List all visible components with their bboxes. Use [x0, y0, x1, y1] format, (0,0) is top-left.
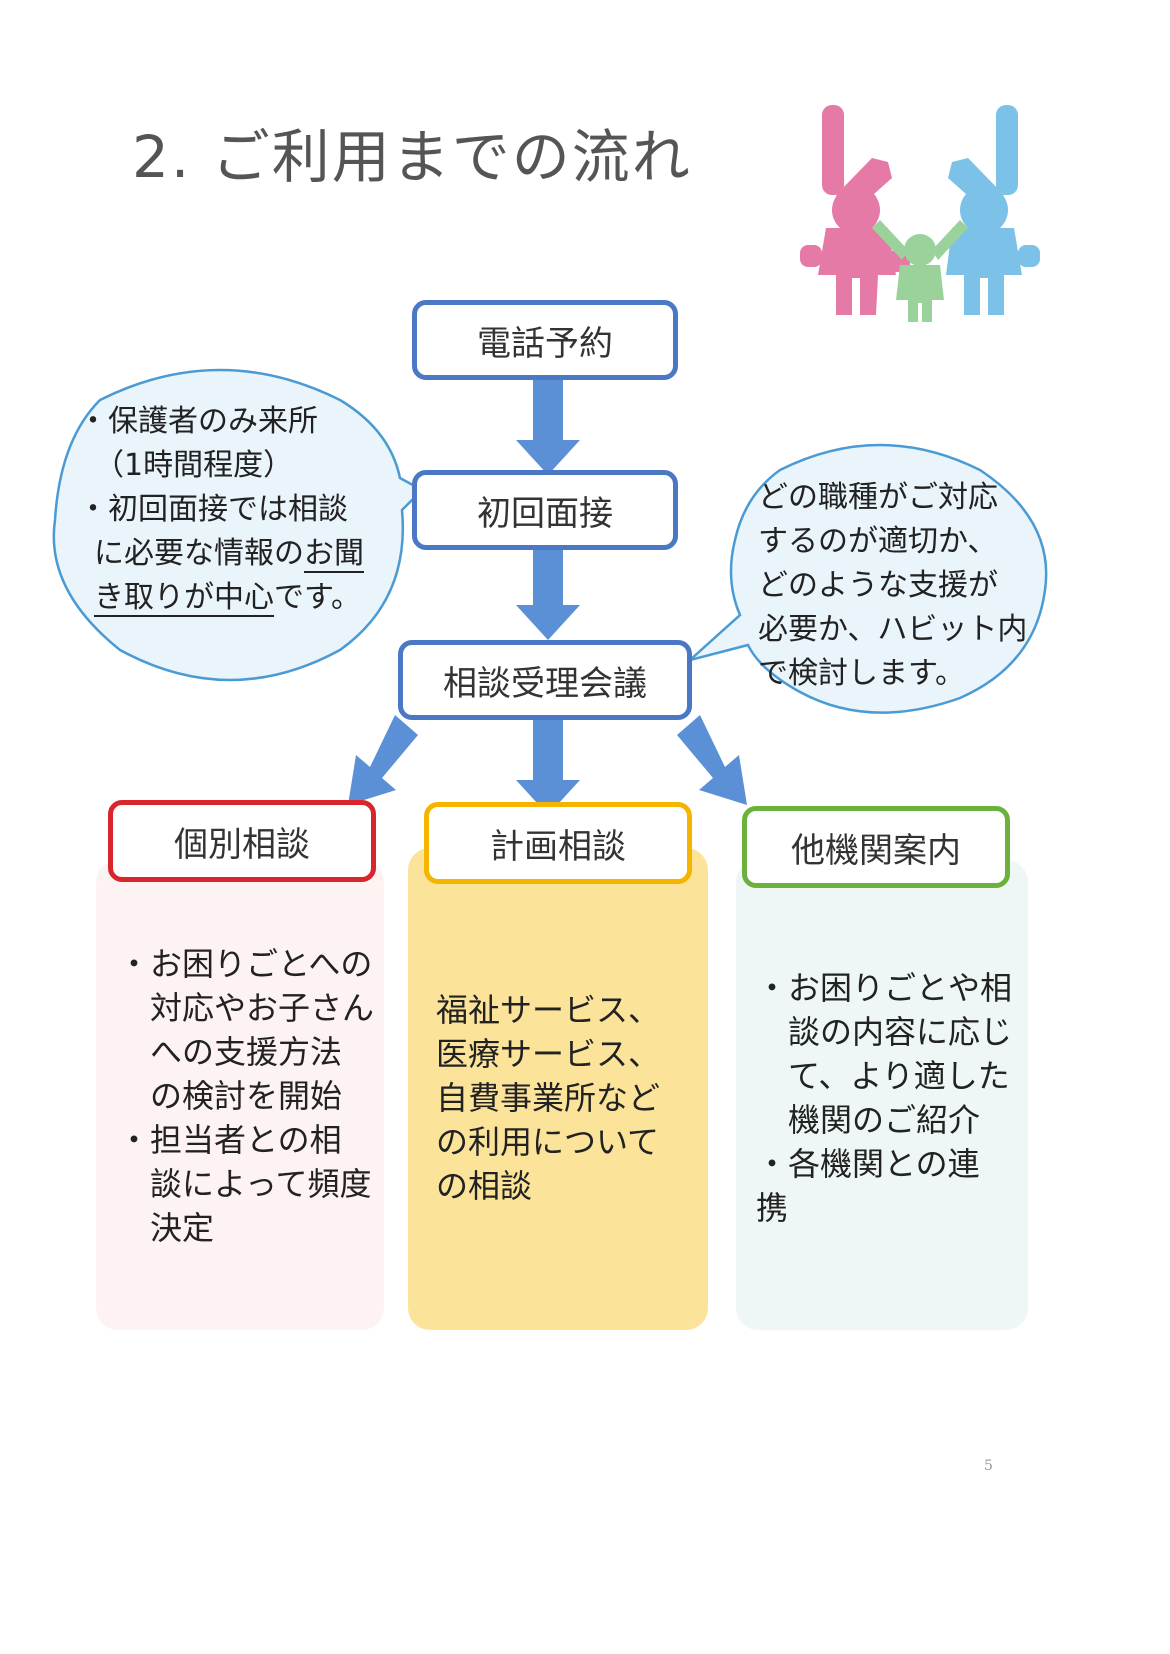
left-bubble-line-4-b: お聞 — [304, 536, 364, 573]
plan-line-3: 自費事業所など — [436, 1079, 661, 1117]
branch-header-individual: 個別相談 — [108, 800, 376, 882]
plan-line-4: の利用について — [436, 1123, 660, 1161]
left-speech-bubble — [52, 368, 425, 682]
other-agency-line-5: ・各機関との連 — [756, 1145, 980, 1183]
other-agency-line-2: 談の内容に応じ — [756, 1013, 1013, 1051]
node-phone-reservation: 電話予約 — [412, 300, 678, 380]
individual-line-7: 決定 — [118, 1209, 215, 1247]
page-title: 2. ご利用までの流れ — [132, 123, 692, 191]
left-bubble-line-4-a: に必要な情報の — [94, 536, 304, 571]
right-bubble-line-1: どの職種がご対応 — [758, 480, 998, 515]
right-bubble-line-5: で検討します。 — [758, 656, 965, 691]
node-intake-meeting: 相談受理会議 — [398, 640, 692, 720]
plan-line-5: の相談 — [436, 1167, 533, 1205]
left-bubble-line-5-a: き取りが中心 — [94, 580, 274, 617]
other-agency-line-1: ・お困りごとや相 — [756, 969, 1013, 1007]
individual-line-3: への支援方法 — [118, 1033, 343, 1071]
left-bubble-line-3: ・初回面接では相談 — [78, 492, 348, 527]
other-agency-line-4: 機関のご紹介 — [756, 1101, 981, 1139]
right-bubble-line-3: どのような支援が — [758, 568, 998, 603]
individual-line-4: の検討を開始 — [118, 1077, 343, 1115]
right-speech-bubble — [690, 443, 1048, 714]
individual-line-2: 対応やお子さん — [118, 989, 375, 1027]
branch-header-other-agency: 他機関案内 — [742, 806, 1010, 888]
card-plan-consultation — [408, 848, 708, 1330]
individual-line-1: ・お困りごとへの — [118, 945, 373, 983]
branch-header-plan: 計画相談 — [424, 802, 692, 884]
right-bubble-line-4: 必要か、ハビット内 — [758, 612, 1028, 647]
blue-figure-icon — [946, 105, 1040, 315]
green-child-icon — [872, 220, 968, 322]
arrow-right-diagonal — [677, 715, 747, 805]
individual-line-6: 談によって頻度 — [118, 1165, 372, 1203]
right-bubble-line-2: するのが適切か、 — [758, 524, 998, 559]
arrow-down-2 — [516, 550, 580, 640]
left-bubble-line-1: ・保護者のみ来所 — [78, 404, 318, 439]
other-agency-line-3: て、より適した — [756, 1057, 1010, 1095]
left-bubble-line-5: き取りが中心です。 — [94, 576, 361, 620]
left-bubble-line-5-b: です。 — [274, 580, 361, 615]
other-agency-line-6: 携 — [756, 1189, 789, 1227]
individual-line-5: ・担当者との相 — [118, 1121, 342, 1159]
left-bubble-line-4: に必要な情報のお聞 — [94, 532, 364, 576]
flow-arrows — [348, 380, 747, 815]
family-logo — [800, 105, 1040, 322]
arrow-down-1 — [516, 380, 580, 475]
node-initial-interview: 初回面接 — [412, 470, 678, 550]
page-number: 5 — [984, 1458, 993, 1474]
pink-figure-icon — [800, 105, 910, 315]
arrow-down-3 — [516, 720, 580, 815]
plan-line-1: 福祉サービス、 — [436, 991, 661, 1029]
left-bubble-line-2: （1時間程度） — [94, 448, 294, 483]
plan-line-2: 医療サービス、 — [436, 1035, 661, 1073]
card-individual-consultation — [96, 860, 384, 1330]
card-other-agency — [736, 860, 1028, 1330]
arrow-left-diagonal — [348, 715, 418, 805]
